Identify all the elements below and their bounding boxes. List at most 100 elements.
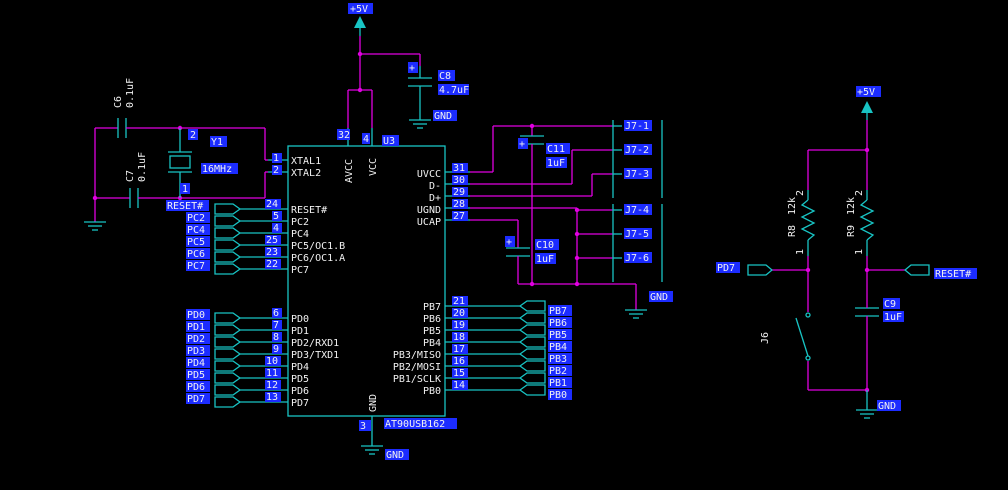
port-label-left: PC5 [187, 237, 205, 248]
gnd-label-usb: GND [650, 292, 668, 303]
u3-lpin-name: PC2 [291, 217, 309, 228]
port-label-left: PD1 [187, 322, 205, 333]
r9-ref: R9 [846, 225, 857, 237]
port-label-left: PD6 [187, 382, 205, 393]
u3-rpin-num: 14 [453, 380, 465, 391]
u3-lpin-num: 25 [266, 235, 278, 246]
svg-text:+: + [519, 139, 525, 150]
svg-text:+: + [506, 237, 512, 248]
j7-pin-label: J7-3 [625, 169, 649, 180]
usb-connector-section: + C11 1uF + C10 1uF [470, 120, 673, 319]
y1-pin1: 1 [182, 184, 188, 195]
u3-pin-avcc-name: AVCC [344, 159, 355, 183]
u3-lpin-name: PD7 [291, 398, 309, 409]
crystal-oscillator: C6 0.1uF C7 0.1uF 2 1 Y1 16MHz [84, 78, 268, 231]
j7-pin-label: J7-2 [625, 145, 649, 156]
u3-lpin-name: PD3/TXD1 [291, 350, 339, 361]
reset-circuit: +5V R8 12k 2 1 R9 12k 2 1 PD7 [716, 86, 977, 419]
j7-pin-label: J7-6 [625, 253, 649, 264]
port-label-left: PC4 [187, 225, 205, 236]
left-port-connectors: RESET# PC2 PC4 PC5 PC6 PC7 PD0 PD1 PD2 P… [166, 200, 242, 408]
u3-left-pins: 1 XTAL1 2 XTAL2 24 RESET# 5 PC2 4 PC4 25… [240, 153, 345, 409]
c10-ref: C10 [536, 240, 554, 251]
u3-rpin-name: PB3/MISO [393, 350, 441, 361]
u3-lpin-num: 13 [266, 392, 278, 403]
u3-rpin-num: 18 [453, 332, 465, 343]
u3-pin-3-num: 3 [360, 421, 366, 432]
c11-value: 1uF [547, 158, 565, 169]
u3-lpin-num: 22 [266, 259, 278, 270]
u3-rpin-num: 21 [453, 296, 465, 307]
u3-rpin-num: 28 [453, 199, 465, 210]
u3-lpin-name: PD6 [291, 386, 309, 397]
j7-pin-label: J7-1 [625, 121, 649, 132]
u3-rpin-num: 31 [453, 163, 465, 174]
u3-lpin-num: 6 [273, 308, 279, 319]
port-label-left: PC2 [187, 213, 205, 224]
reset-port-label: RESET# [935, 269, 971, 280]
port-label-right: PB2 [549, 366, 567, 377]
u3-pin-32-num: 32 [338, 130, 350, 141]
port-label-right: PB1 [549, 378, 567, 389]
u3-rpin-num: 30 [453, 175, 465, 186]
y1-value: 16MHz [202, 164, 232, 175]
r8-value: 12k [787, 197, 798, 215]
u3-part: AT90USB162 [385, 419, 445, 430]
vcc-label-top: +5V [350, 4, 368, 15]
u3-lpin-name: XTAL1 [291, 156, 321, 167]
gnd-label-c8: GND [434, 111, 452, 122]
u3-lpin-num: 8 [273, 332, 279, 343]
u3-rpin-num: 27 [453, 211, 465, 222]
port-label-right: PB5 [549, 330, 567, 341]
u3-lpin-num: 24 [266, 199, 278, 210]
c8-value: 4.7uF [439, 85, 469, 96]
u3-lpin-num: 4 [273, 223, 279, 234]
r9-pin1: 1 [854, 249, 865, 255]
r8-pin2: 2 [795, 190, 806, 196]
port-label-left: PD5 [187, 370, 205, 381]
u3-lpin-num: 1 [273, 153, 279, 164]
u3-rpin-name: PB4 [423, 338, 441, 349]
u3-lpin-name: PD5 [291, 374, 309, 385]
u3-lpin-num: 23 [266, 247, 278, 258]
port-label-left: PD3 [187, 346, 205, 357]
u3-rpin-num: 19 [453, 320, 465, 331]
c6-ref: C6 [113, 96, 124, 108]
wires-supply [347, 36, 421, 128]
u3-lpin-num: 7 [273, 320, 279, 331]
u3-rpin-num: 20 [453, 308, 465, 319]
u3-rpin-name: PB0 [423, 386, 441, 397]
u3-rpin-name: PB6 [423, 314, 441, 325]
u3-rpin-name: PB2/MOSI [393, 362, 441, 373]
j6-ref: J6 [760, 332, 771, 344]
gnd-label-u3: GND [386, 450, 404, 461]
u3-lpin-num: 5 [273, 211, 279, 222]
c6-value: 0.1uF [125, 78, 136, 108]
u3-lpin-name: PD4 [291, 362, 309, 373]
vcc-symbol-top: +5V [348, 3, 373, 36]
r9-value: 12k [846, 197, 857, 215]
u3-lpin-num: 9 [273, 344, 279, 355]
y1-ref: Y1 [211, 137, 223, 148]
port-label-right: PB7 [549, 306, 567, 317]
u3-gnd-pin-name: GND [368, 394, 379, 412]
u3-ref: U3 [383, 136, 395, 147]
u3-ic: 32 4 AVCC VCC U3 GND 3 AT90USB162 GND 1 … [240, 128, 520, 461]
u3-rpin-num: 15 [453, 368, 465, 379]
u3-lpin-name: PD0 [291, 314, 309, 325]
u3-lpin-name: PC4 [291, 229, 309, 240]
u3-lpin-num: 11 [266, 368, 278, 379]
port-label-left: RESET# [167, 201, 203, 212]
port-label-left: PC7 [187, 261, 205, 272]
c11-ref: C11 [547, 144, 565, 155]
u3-rpin-name: UGND [417, 205, 441, 216]
u3-lpin-name: RESET# [291, 205, 327, 216]
gnd-label-reset: GND [878, 401, 896, 412]
c8-ref: C8 [439, 71, 451, 82]
c9-ref: C9 [884, 299, 896, 310]
reset-pd7-port: PD7 [717, 263, 735, 274]
u3-pin-vcc-name: VCC [368, 158, 379, 176]
u3-lpin-name: PD2/RXD1 [291, 338, 339, 349]
j7-pin-label: J7-5 [625, 229, 649, 240]
